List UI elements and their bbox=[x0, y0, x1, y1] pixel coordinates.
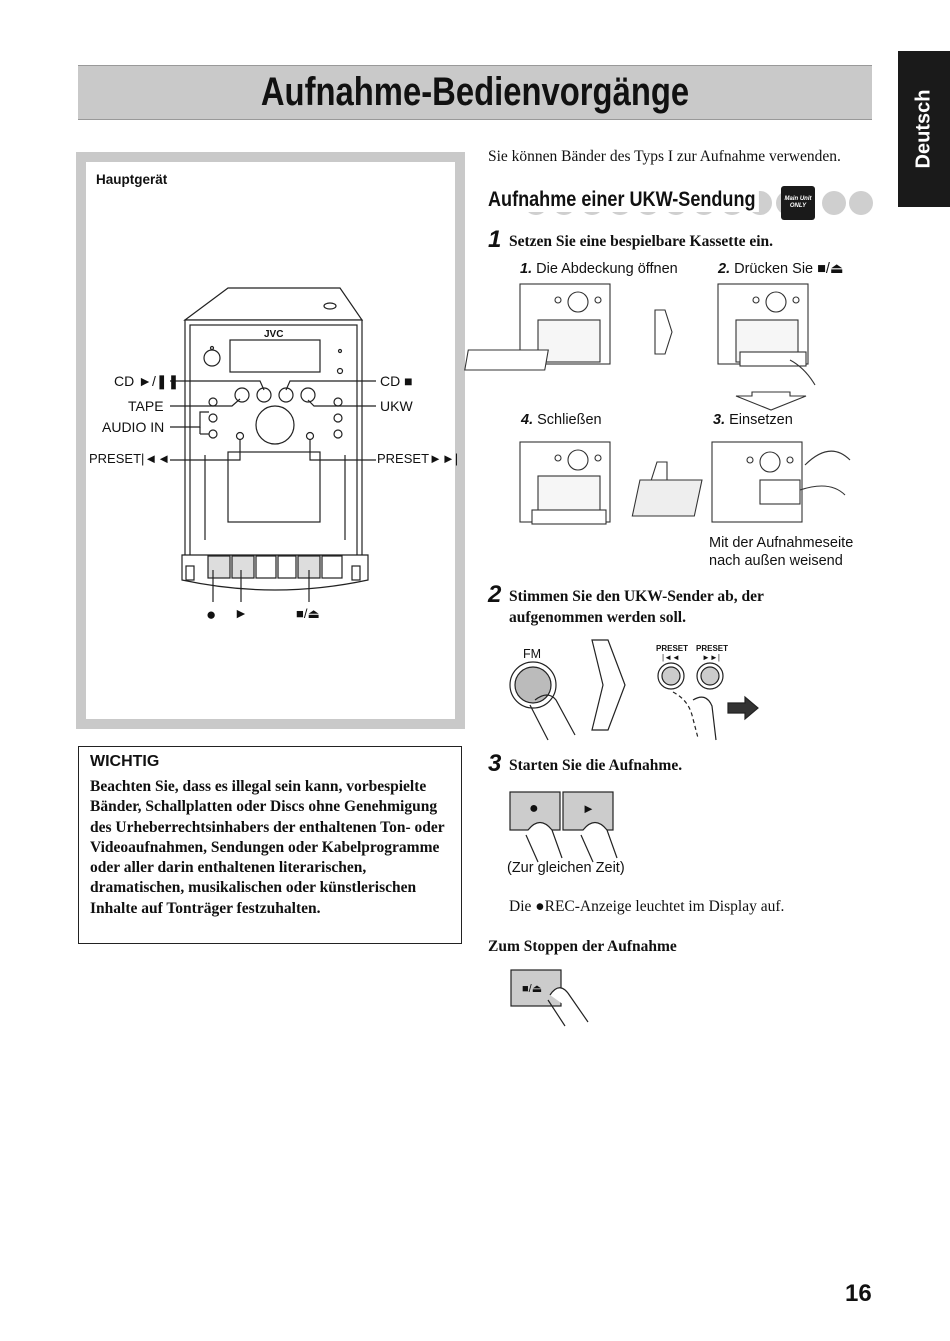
step-1-number: 1 bbox=[488, 226, 502, 253]
label-tape: TAPE bbox=[128, 398, 164, 414]
label-preset-prev: PRESET|◄◄ bbox=[89, 451, 171, 466]
title-bar: Aufnahme-Bedienvorgänge bbox=[78, 65, 872, 120]
main-unit-only-badge: Main Unit ONLY bbox=[781, 186, 815, 220]
rec-indicator-text: Die ●REC-Anzeige leuchtet im Display auf… bbox=[509, 898, 785, 915]
warning-box: WICHTIG Beachten Sie, dass es illegal se… bbox=[78, 746, 462, 944]
preset-left-label: PRESET bbox=[656, 644, 689, 653]
brand-logo: JVC bbox=[264, 329, 283, 340]
label-rec: ● bbox=[206, 605, 217, 624]
label-audio-in: AUDIO IN bbox=[102, 419, 165, 435]
step-3-number: 3 bbox=[488, 750, 502, 777]
warning-text: Beachten Sie, dass es illegal sein kann,… bbox=[90, 778, 445, 917]
substep-4-caption: 4. Schließen bbox=[521, 412, 602, 428]
step-2-number: 2 bbox=[488, 581, 502, 608]
page-title: Aufnahme-Bedienvorgänge bbox=[260, 70, 690, 114]
page-number: 16 bbox=[845, 1280, 872, 1307]
step-3-text: Starten Sie die Aufnahme. bbox=[509, 757, 683, 774]
device-heading: Hauptgerät bbox=[96, 172, 168, 187]
step-2-text: Stimmen Sie den UKW-Sender ab, der aufge… bbox=[509, 588, 764, 626]
language-tab: Deutsch bbox=[898, 51, 950, 207]
stop-button-symbol: ■/⏏ bbox=[522, 983, 543, 995]
substep-1-caption: 1. Die Abdeckung öffnen bbox=[520, 261, 678, 277]
preset-right-label: PRESET bbox=[696, 644, 729, 653]
section-heading: Aufnahme einer UKW-Sendung Main Unit ONL… bbox=[488, 186, 873, 220]
intro-text: Sie können Bänder des Typs I zur Aufnahm… bbox=[488, 148, 841, 165]
preset-right-symbol: ►►| bbox=[702, 653, 720, 662]
play-button-symbol: ► bbox=[582, 801, 595, 816]
preset-left-symbol: |◄◄ bbox=[662, 653, 680, 662]
label-stop-eject: ■/⏏ bbox=[296, 606, 320, 621]
label-cd-play: CD ►/❚❚ bbox=[114, 373, 180, 389]
label-cd-stop: CD ■ bbox=[380, 373, 413, 389]
section-heading-text: Aufnahme einer UKW-Sendung bbox=[488, 188, 759, 212]
rec-button-symbol: ● bbox=[529, 800, 539, 817]
simultaneous-caption: (Zur gleichen Zeit) bbox=[507, 860, 625, 876]
substep-3-note-line1: Mit der Aufnahmeseite bbox=[709, 535, 854, 551]
stop-heading: Zum Stoppen der Aufnahme bbox=[488, 938, 677, 955]
substep-2-caption: 2. Drücken Sie ■/⏏ bbox=[718, 261, 844, 277]
label-preset-next: PRESET►►| bbox=[377, 451, 459, 466]
step-1-text: Setzen Sie eine bespielbare Kassette ein… bbox=[509, 233, 774, 250]
fm-button-label: FM bbox=[523, 647, 542, 661]
substep-3-note-line2: nach außen weisend bbox=[709, 553, 843, 569]
badge-text: Main Unit ONLY bbox=[784, 196, 812, 209]
warning-heading: WICHTIG bbox=[90, 753, 160, 770]
substep-3-caption: 3. Einsetzen bbox=[713, 412, 793, 428]
label-play: ► bbox=[234, 605, 248, 621]
label-ukw: UKW bbox=[380, 398, 413, 414]
